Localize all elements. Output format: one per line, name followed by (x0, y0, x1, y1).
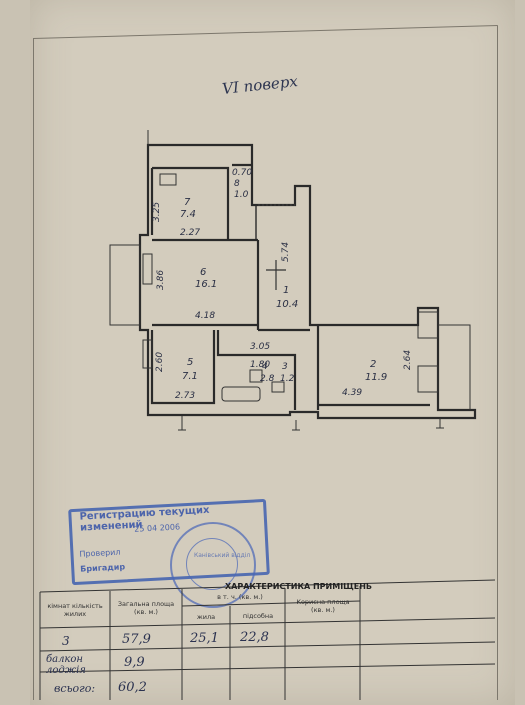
cell-rooms: 3 (62, 634, 70, 648)
total-label: всього: (54, 682, 96, 695)
dim-3-05: 3.05 (250, 342, 271, 352)
room-6-number: 6 (200, 267, 207, 278)
total-value: 60,2 (118, 680, 147, 695)
room-3-area: 1.2 (280, 374, 295, 384)
frame-right (497, 26, 498, 700)
seal-inner-ring (186, 538, 238, 590)
th-useful: Корисна площа (кв. м.) (296, 598, 350, 614)
room-2-area: 11.9 (365, 372, 388, 383)
th-rooms: кімнат кількість жилих (47, 602, 103, 618)
dim-1-80: 1.80 (250, 360, 271, 370)
frame-left (33, 38, 34, 700)
th-incl: в т. ч. (кв. м.) (217, 593, 263, 601)
room-1-area: 10.4 (276, 299, 299, 310)
room-4-number: 4 (262, 362, 268, 372)
th-living: жила (196, 613, 216, 621)
dim-2-73: 2.73 (175, 391, 196, 401)
table-title: ХАРАКТЕРИСТИКА ПРИМІЩЕНЬ (225, 582, 373, 591)
balcony-label: балкон лоджія (46, 654, 86, 676)
round-seal: Канівський відділ (170, 522, 256, 608)
room-1-number: 1 (283, 285, 290, 296)
cell-living: 25,1 (190, 631, 219, 646)
dim-0-70: 0.70 (232, 168, 253, 178)
dim-4-39: 4.39 (342, 388, 363, 398)
room-2-number: 2 (370, 359, 377, 370)
cell-aux: 22,8 (240, 630, 269, 645)
room-8-area: 1.0 (234, 190, 249, 200)
room-6-area: 16.1 (195, 279, 218, 290)
room-8-number: 8 (234, 179, 240, 189)
dim-2-27: 2.27 (180, 228, 201, 238)
room-7-area: 7.4 (180, 209, 196, 220)
dim-4-18: 4.18 (195, 311, 216, 321)
room-5-area: 7.1 (182, 371, 198, 382)
cell-total: 57,9 (122, 632, 151, 647)
th-aux: підсобна (242, 612, 274, 620)
seal-text: Канівський відділ (194, 552, 251, 559)
room-5-number: 5 (187, 357, 194, 368)
th-total: Загальна площа (кв. м.) (117, 600, 175, 616)
room-4-area: 2.8 (260, 374, 275, 384)
room-3-number: 3 (282, 362, 288, 372)
room-7-number: 7 (184, 197, 191, 208)
balcony-value: 9,9 (124, 655, 145, 670)
document-sheet (30, 0, 515, 705)
